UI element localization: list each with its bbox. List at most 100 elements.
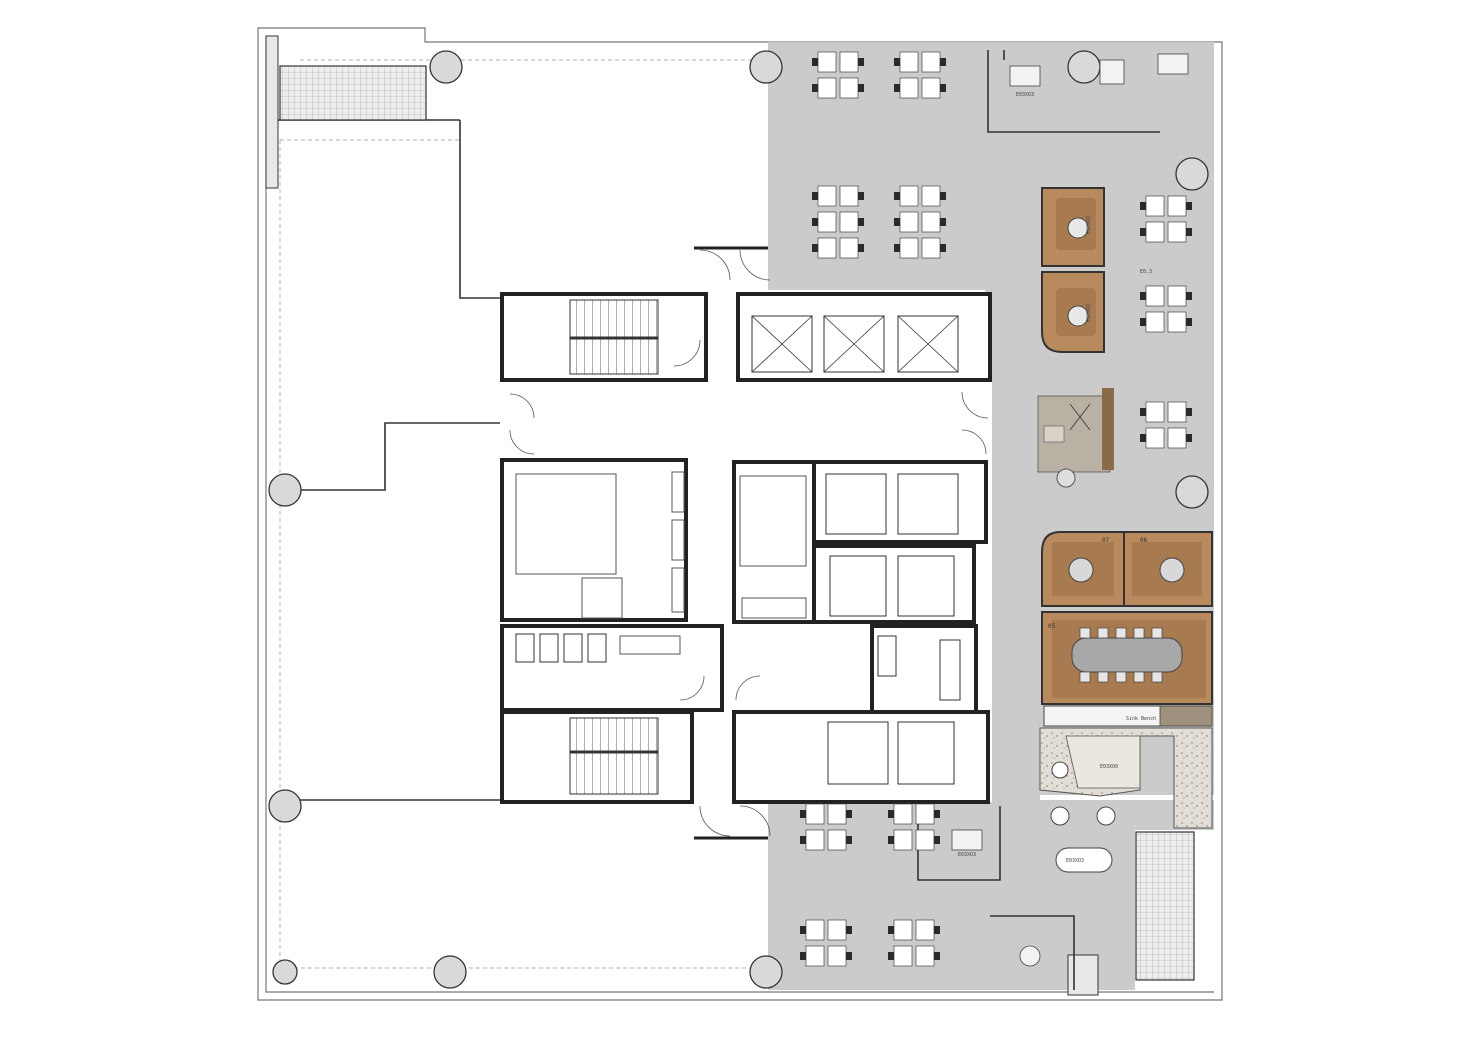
chair xyxy=(940,192,946,200)
lounge-seats xyxy=(1050,761,1116,826)
chair xyxy=(1140,202,1146,210)
label-small-room-b: 06 xyxy=(1140,537,1148,544)
desk xyxy=(817,237,837,259)
desk xyxy=(899,51,919,73)
label-bench: Sink Bench xyxy=(1126,716,1156,722)
desk xyxy=(805,803,825,825)
kitchen-counter-dark xyxy=(1159,705,1213,727)
chair xyxy=(888,926,894,934)
chair xyxy=(800,810,806,818)
desk xyxy=(817,211,837,233)
chair xyxy=(1140,228,1146,236)
label-corner-office-top: E03XO3 xyxy=(1016,92,1034,98)
terrace-dashed-lines xyxy=(279,59,760,969)
desk xyxy=(899,185,919,207)
desk xyxy=(817,77,837,99)
desk xyxy=(827,829,847,851)
desk xyxy=(899,237,919,259)
balcony-bottom-right xyxy=(1135,831,1195,981)
chair xyxy=(894,218,900,226)
desk xyxy=(1167,221,1187,243)
stair-lower xyxy=(569,717,659,795)
desk xyxy=(827,919,847,941)
desk xyxy=(915,945,935,967)
lounge-area xyxy=(1037,388,1114,488)
chair xyxy=(858,58,864,66)
chair xyxy=(940,218,946,226)
chair xyxy=(846,926,852,934)
label-wood-room-1: E03XO3 xyxy=(1086,216,1092,234)
label-desk-group-code: E0.3 xyxy=(1140,269,1152,275)
label-corner-office-bottom: E03XO3 xyxy=(958,852,976,858)
desk xyxy=(1167,311,1187,333)
chair xyxy=(1186,292,1192,300)
label-lounge: E03XO0 xyxy=(1100,764,1118,770)
long-oval-table xyxy=(1055,847,1113,873)
building-outline xyxy=(257,27,1223,1001)
workstation-clusters xyxy=(800,51,1192,967)
chair xyxy=(858,244,864,252)
chair xyxy=(1186,228,1192,236)
chair xyxy=(894,192,900,200)
desk xyxy=(839,77,859,99)
chair xyxy=(888,810,894,818)
desk xyxy=(1167,427,1187,449)
desk xyxy=(805,945,825,967)
chair xyxy=(1140,408,1146,416)
desk xyxy=(1145,401,1165,423)
chair xyxy=(1186,318,1192,326)
corner-office-furniture xyxy=(951,53,1189,967)
desk xyxy=(1145,427,1165,449)
chair xyxy=(894,58,900,66)
balcony-top-left xyxy=(279,65,427,121)
desk xyxy=(1145,285,1165,307)
desk xyxy=(921,77,941,99)
desk xyxy=(839,185,859,207)
chair xyxy=(846,836,852,844)
chair xyxy=(812,244,818,252)
desk xyxy=(827,945,847,967)
desk xyxy=(805,919,825,941)
desk xyxy=(921,51,941,73)
desk xyxy=(921,185,941,207)
chair xyxy=(1140,292,1146,300)
desk xyxy=(827,803,847,825)
chair xyxy=(800,926,806,934)
desk xyxy=(1145,311,1165,333)
desk xyxy=(805,829,825,851)
desk xyxy=(915,803,935,825)
desk xyxy=(899,211,919,233)
chair xyxy=(888,836,894,844)
chair xyxy=(940,84,946,92)
chair xyxy=(894,84,900,92)
desk xyxy=(915,919,935,941)
desk xyxy=(915,829,935,851)
label-long-table: E03XO3 xyxy=(1066,858,1084,864)
desk xyxy=(1145,221,1165,243)
chair xyxy=(1186,408,1192,416)
chair xyxy=(812,192,818,200)
desk xyxy=(893,803,913,825)
chair xyxy=(812,84,818,92)
chair xyxy=(934,952,940,960)
lounge-steps xyxy=(1065,735,1141,789)
chair xyxy=(1186,202,1192,210)
chair xyxy=(1186,434,1192,442)
chair xyxy=(846,810,852,818)
meeting-table xyxy=(1071,637,1183,673)
desk xyxy=(1145,195,1165,217)
chair xyxy=(812,218,818,226)
chair xyxy=(812,58,818,66)
chair xyxy=(858,192,864,200)
chair xyxy=(1140,318,1146,326)
building-core xyxy=(500,246,992,840)
chair xyxy=(800,952,806,960)
desk xyxy=(899,77,919,99)
desk xyxy=(817,51,837,73)
chair xyxy=(846,952,852,960)
wall-stub-top-left xyxy=(265,35,279,189)
chair xyxy=(934,836,940,844)
wall-stub-bottom-right xyxy=(1067,954,1099,996)
chair xyxy=(858,84,864,92)
